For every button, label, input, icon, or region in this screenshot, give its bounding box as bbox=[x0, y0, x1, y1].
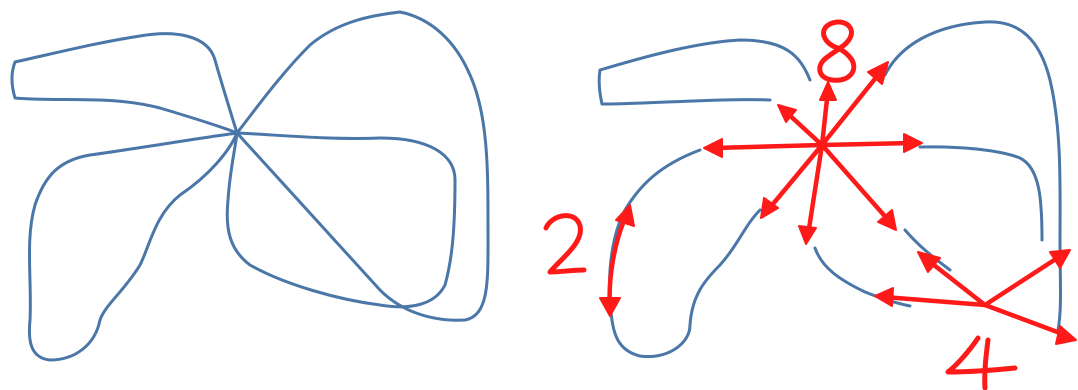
arrowhead-br-left bbox=[875, 288, 893, 306]
digit-2-stroke bbox=[546, 216, 584, 272]
label-8 bbox=[820, 22, 854, 80]
right-figure-curve-inner-loop bbox=[920, 147, 1042, 240]
digit-8-stroke bbox=[820, 22, 854, 80]
arrow-down-right bbox=[822, 145, 890, 222]
arrowhead-left bbox=[704, 139, 722, 157]
arrowhead-up bbox=[820, 82, 836, 100]
arrow-br-down-right bbox=[985, 305, 1068, 336]
right-figure bbox=[546, 22, 1076, 388]
right-figure-curve-upper-lobe bbox=[599, 40, 810, 104]
bottom-right-arrows bbox=[875, 250, 1076, 344]
left-figure bbox=[12, 12, 488, 360]
label-2 bbox=[546, 216, 584, 272]
double-arrowhead-bottom bbox=[600, 298, 620, 316]
left-double-arrow bbox=[600, 205, 634, 316]
left-figure-curve bbox=[12, 12, 488, 360]
label-4 bbox=[948, 338, 1015, 388]
arrow-left bbox=[714, 145, 822, 148]
arrowhead-down bbox=[799, 226, 816, 244]
arrow-br-up-right bbox=[985, 255, 1062, 305]
arrowhead-right bbox=[904, 134, 922, 152]
center-vertex-arrows bbox=[704, 62, 922, 244]
arrow-right bbox=[822, 143, 912, 145]
digit-4-stroke bbox=[948, 338, 1015, 388]
arrowhead-br-down-right bbox=[1056, 326, 1076, 344]
right-figure-curve-left-lobe bbox=[610, 150, 760, 357]
